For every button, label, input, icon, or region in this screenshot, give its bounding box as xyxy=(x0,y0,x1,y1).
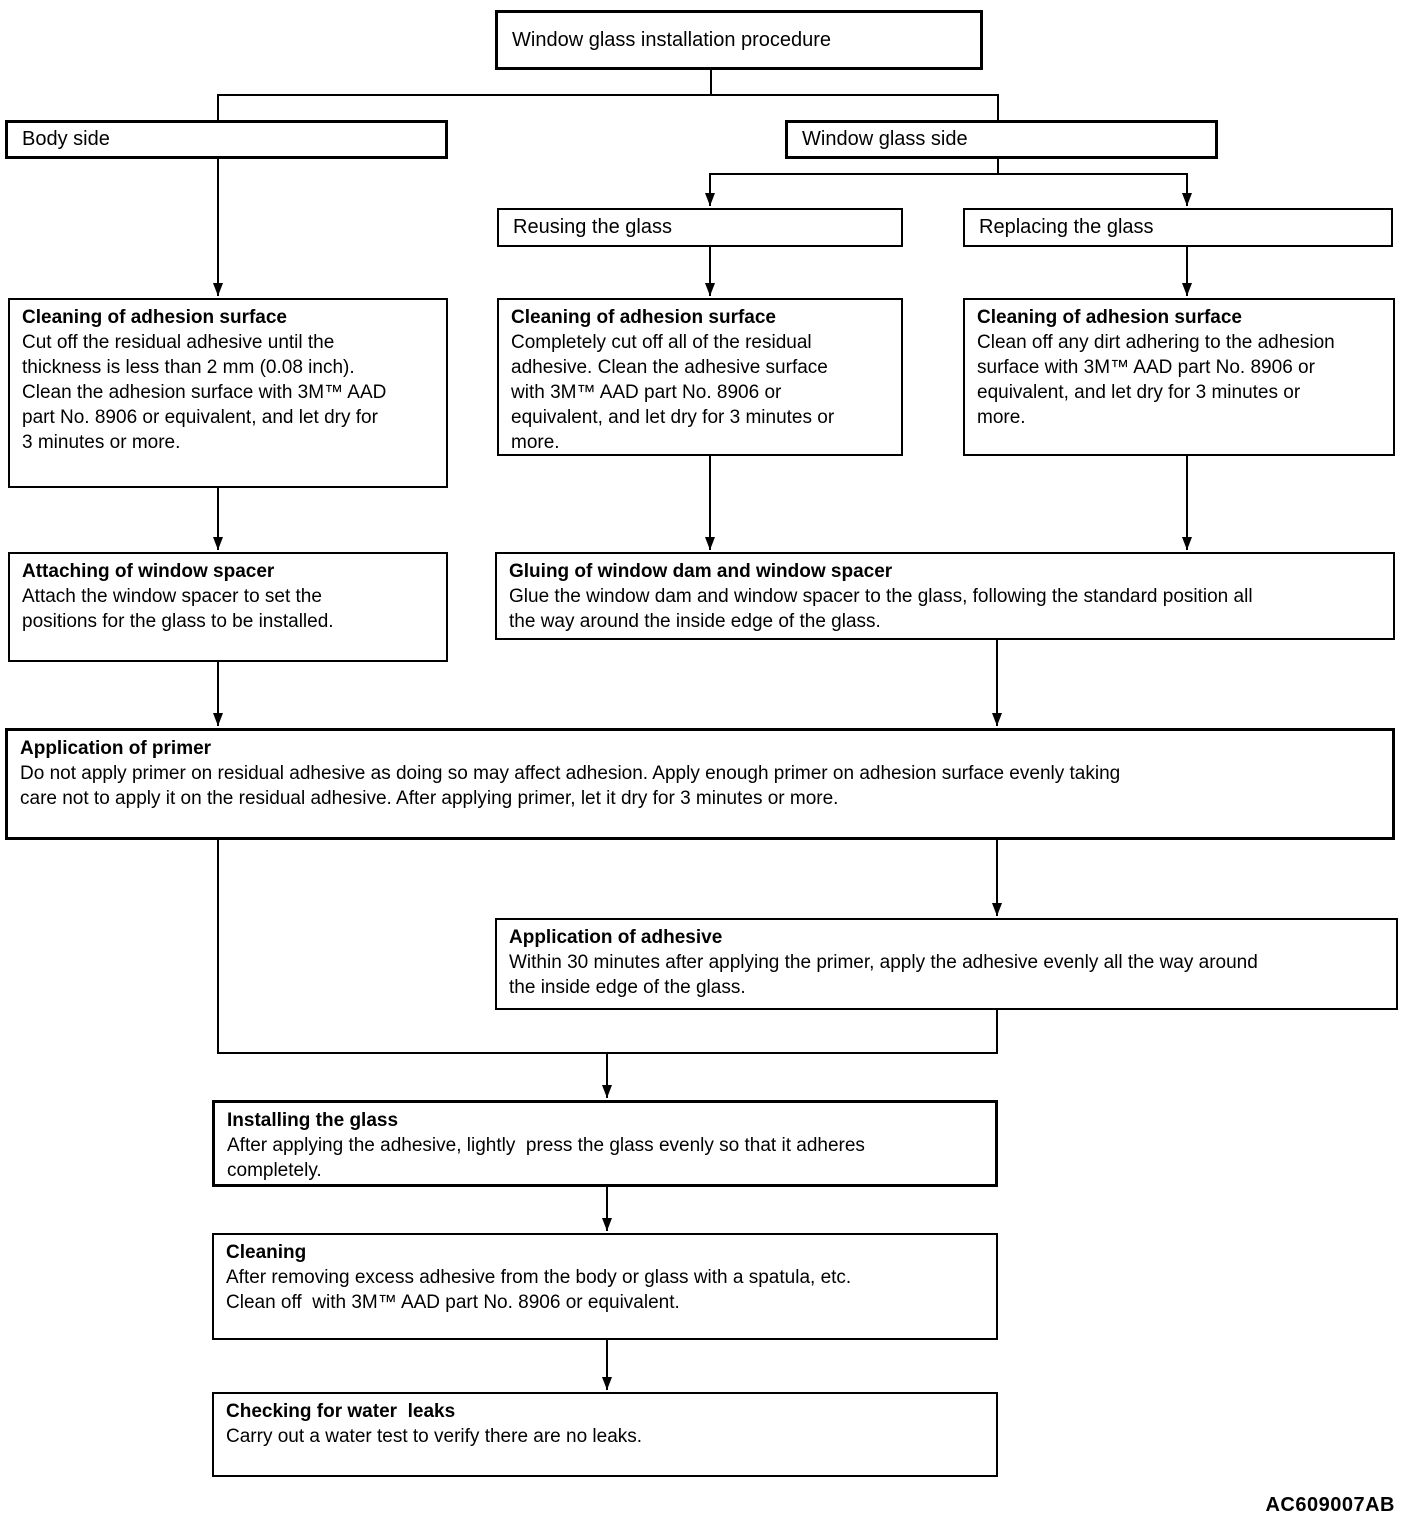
body-side-box: Body side xyxy=(5,120,448,159)
replacing-glass-box: Replacing the glass xyxy=(963,208,1393,247)
body-side-label: Body side xyxy=(22,128,110,150)
cleaning-body-side-box: Cleaning of adhesion surface Cut off the… xyxy=(8,298,448,488)
window-glass-side-label: Window glass side xyxy=(802,128,968,150)
cleaning-replacing-text: Clean off any dirt adhering to the adhes… xyxy=(977,332,1335,428)
replacing-glass-label: Replacing the glass xyxy=(979,216,1154,238)
cleaning-replacing-box: Cleaning of adhesion surface Clean off a… xyxy=(963,298,1395,456)
gluing-dam-spacer-text: Glue the window dam and window spacer to… xyxy=(509,586,1253,632)
water-leak-check-title: Checking for water leaks xyxy=(226,1401,456,1422)
cleaning-reusing-title: Cleaning of adhesion surface xyxy=(511,307,776,328)
reusing-glass-box: Reusing the glass xyxy=(497,208,903,247)
water-leak-check-text: Carry out a water test to verify there a… xyxy=(226,1426,643,1447)
reusing-glass-label: Reusing the glass xyxy=(513,216,672,238)
cleaning-body-side-text: Cut off the residual adhesive until the … xyxy=(22,332,387,453)
installing-glass-title: Installing the glass xyxy=(227,1110,399,1131)
installing-glass-box: Installing the glass After applying the … xyxy=(212,1100,998,1187)
gluing-dam-spacer-box: Gluing of window dam and window spacer G… xyxy=(495,552,1395,640)
window-glass-side-box: Window glass side xyxy=(785,120,1218,159)
cleaning-step-title: Cleaning xyxy=(226,1242,307,1263)
figure-code: AC609007AB xyxy=(1265,1494,1395,1516)
cleaning-replacing-title: Cleaning of adhesion surface xyxy=(977,307,1242,328)
adhesive-application-title: Application of adhesive xyxy=(509,927,723,948)
cleaning-reusing-text: Completely cut off all of the residual a… xyxy=(511,332,835,453)
adhesive-application-box: Application of adhesive Within 30 minute… xyxy=(495,918,1398,1010)
primer-application-title: Application of primer xyxy=(20,738,212,759)
cleaning-step-box: Cleaning After removing excess adhesive … xyxy=(212,1233,998,1340)
attaching-spacer-title: Attaching of window spacer xyxy=(22,561,275,582)
procedure-root-box: Window glass installation procedure xyxy=(495,10,983,70)
adhesive-application-text: Within 30 minutes after applying the pri… xyxy=(509,952,1258,998)
cleaning-step-text: After removing excess adhesive from the … xyxy=(226,1267,852,1313)
gluing-dam-spacer-title: Gluing of window dam and window spacer xyxy=(509,561,893,582)
flow-lines xyxy=(213,70,1192,1390)
primer-application-box: Application of primer Do not apply prime… xyxy=(5,728,1395,840)
primer-application-text: Do not apply primer on residual adhesive… xyxy=(20,763,1121,809)
water-leak-check-box: Checking for water leaks Carry out a wat… xyxy=(212,1392,998,1477)
attaching-spacer-box: Attaching of window spacer Attach the wi… xyxy=(8,552,448,662)
cleaning-reusing-box: Cleaning of adhesion surface Completely … xyxy=(497,298,903,456)
cleaning-body-side-title: Cleaning of adhesion surface xyxy=(22,307,287,328)
installing-glass-text: After applying the adhesive, lightly pre… xyxy=(227,1135,865,1181)
attaching-spacer-text: Attach the window spacer to set the posi… xyxy=(22,586,334,632)
procedure-root-label: Window glass installation procedure xyxy=(512,28,832,51)
